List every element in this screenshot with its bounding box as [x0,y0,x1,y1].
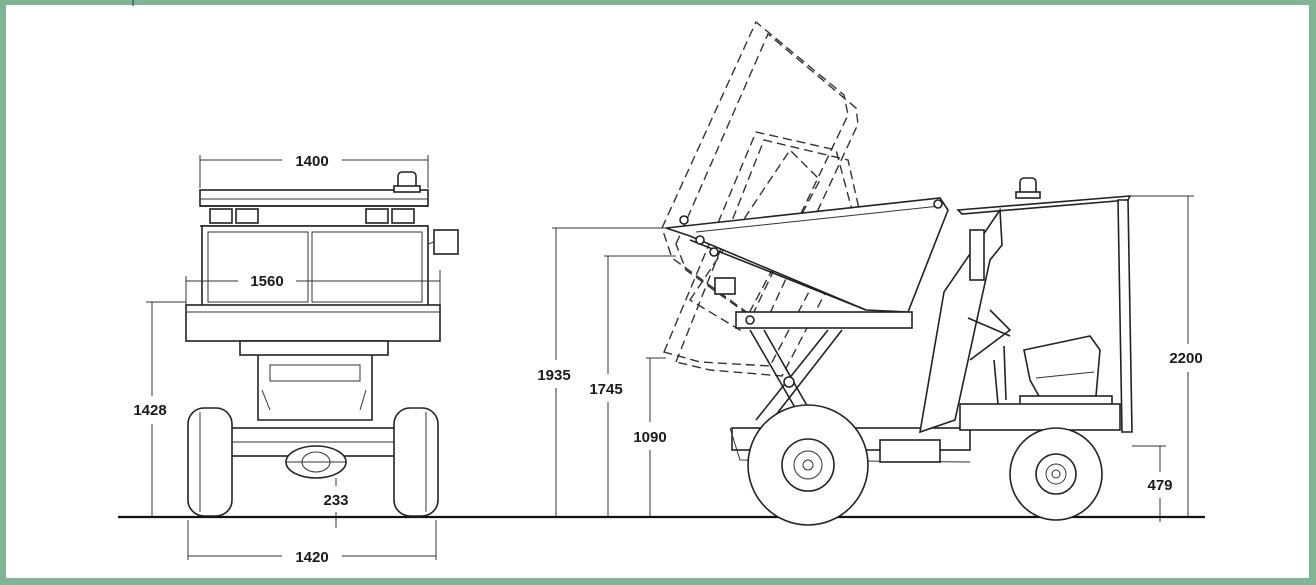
dim-overall-height: 2200 [1169,350,1202,367]
dim-front-width-mid: 1560 [250,273,283,290]
side-view-vehicle [661,20,1133,526]
front-view-dimension-lines [146,155,441,560]
dim-tip-height-3: 1090 [633,429,666,446]
front-view-vehicle [185,171,459,517]
dim-track-width: 1420 [295,549,328,566]
dim-front-width-top: 1400 [295,153,328,170]
dim-front-height: 1428 [133,402,166,419]
dim-wheel-height: 479 [1147,477,1172,494]
dim-tip-height-2: 1745 [589,381,622,398]
dim-ground-clearance: 233 [323,492,348,509]
dim-tip-height-1: 1935 [537,367,570,384]
side-view-dimension-lines [552,195,1194,522]
